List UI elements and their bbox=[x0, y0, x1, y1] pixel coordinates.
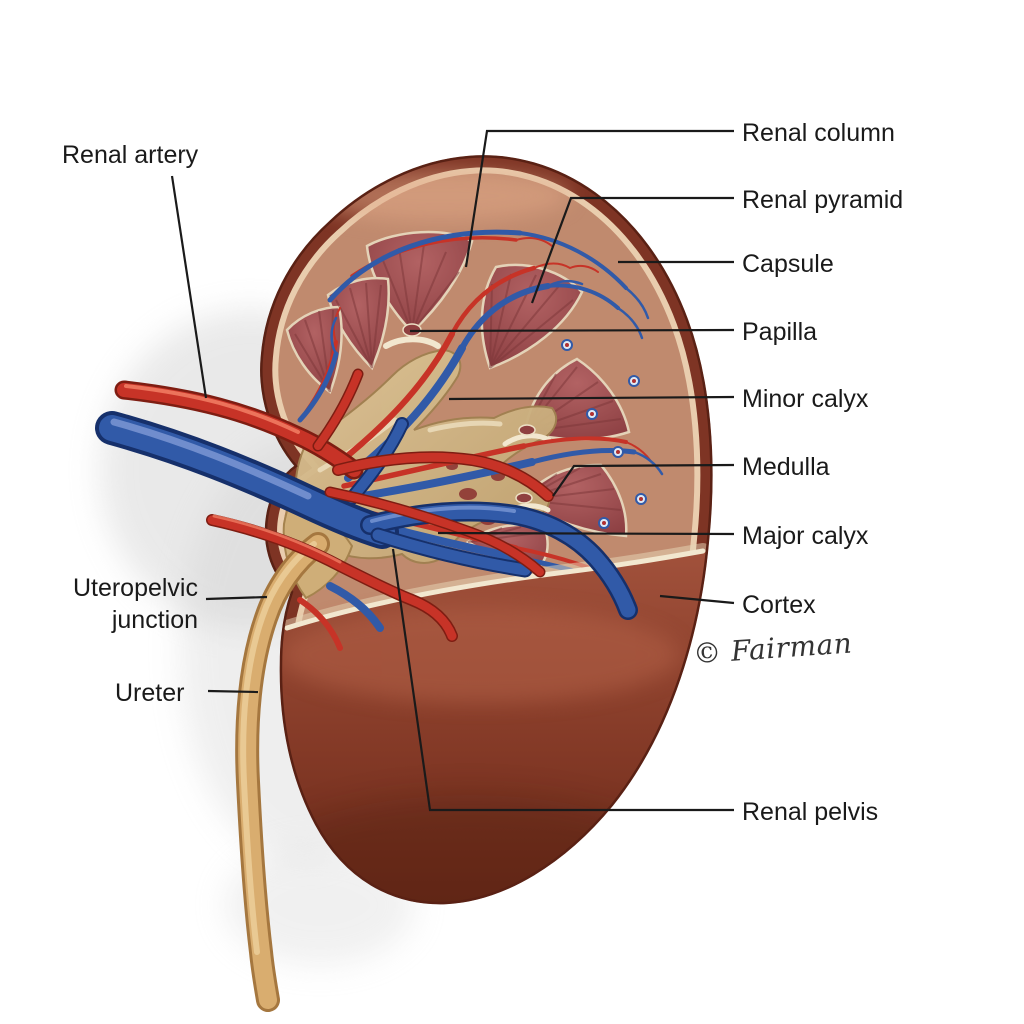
renal-artery-branches bbox=[206, 451, 554, 651]
label-medulla: Medulla bbox=[742, 453, 830, 481]
label-papilla: Papilla bbox=[742, 318, 818, 346]
leader-renal-column bbox=[464, 129, 734, 268]
leader-renal-pyramid bbox=[530, 196, 734, 304]
label-renal-artery: Renal artery bbox=[62, 141, 199, 169]
leader-major-calyx bbox=[437, 531, 735, 536]
leader-cortex bbox=[659, 594, 735, 605]
label-major-calyx: Major calyx bbox=[742, 522, 869, 550]
label-minor-calyx: Minor calyx bbox=[742, 385, 869, 413]
label-renal-pyramid: Renal pyramid bbox=[742, 186, 904, 214]
leader-uteropelvic-junction bbox=[205, 595, 268, 601]
label-capsule: Capsule bbox=[742, 250, 834, 278]
renal-vein-vessel bbox=[95, 411, 638, 632]
label-cortex: Cortex bbox=[742, 591, 816, 619]
vessel-cross-sections bbox=[561, 339, 647, 529]
papilla-tip bbox=[518, 424, 536, 436]
label-renal-column: Renal column bbox=[742, 119, 895, 147]
leader-minor-calyx bbox=[448, 395, 735, 401]
leader-ureter bbox=[207, 689, 259, 694]
leader-renal-artery bbox=[170, 175, 208, 399]
label-uteropelvic-junction: Uteropelvic junction bbox=[72, 574, 198, 634]
leader-papilla bbox=[409, 328, 735, 333]
leader-medulla bbox=[552, 463, 735, 497]
label-ureter: Ureter bbox=[115, 679, 185, 707]
renal-artery-vessel bbox=[114, 368, 364, 480]
leader-renal-pelvis bbox=[391, 548, 734, 812]
kidney-outline bbox=[260, 155, 713, 905]
leader-lines bbox=[170, 129, 735, 812]
papilla-tip bbox=[515, 492, 533, 504]
ureter-tube bbox=[235, 532, 330, 1012]
label-renal-pelvis: Renal pelvis bbox=[742, 798, 879, 826]
